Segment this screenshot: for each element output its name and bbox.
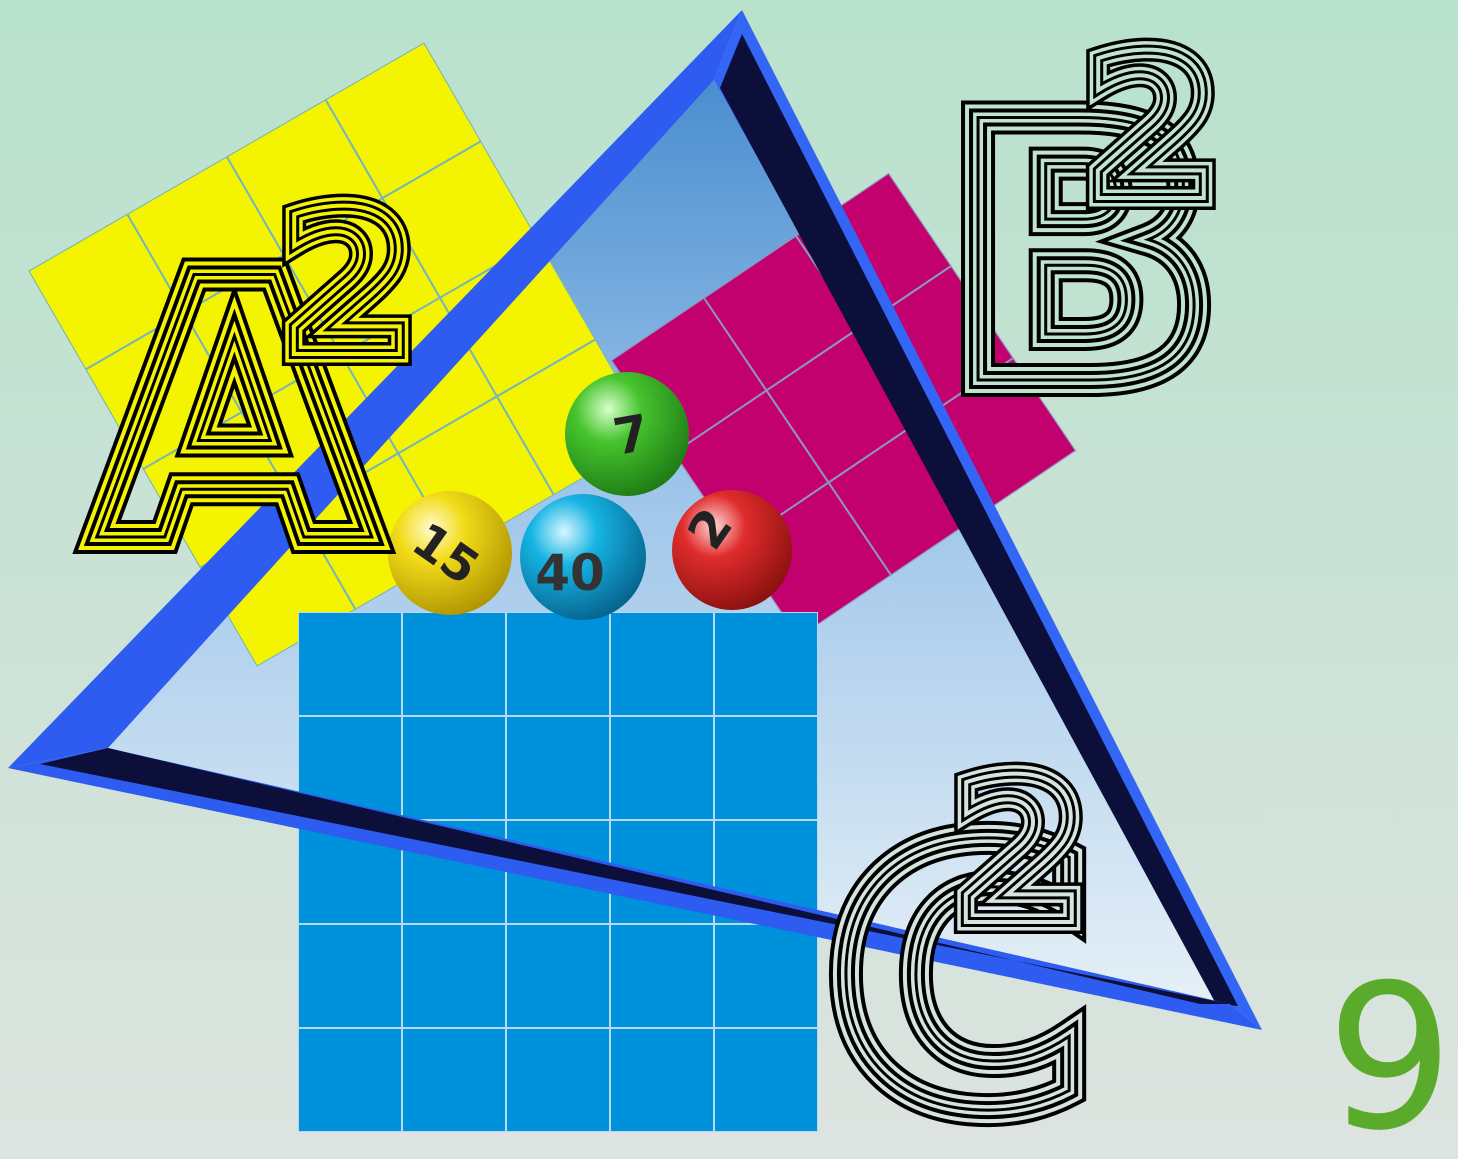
svg-text:B: B xyxy=(945,46,1219,465)
triangle-left-edge xyxy=(8,10,742,768)
svg-text:2: 2 xyxy=(950,737,1089,970)
svg-text:C: C xyxy=(828,771,1092,1159)
grid-cell xyxy=(402,820,506,924)
ball-7: 7 xyxy=(565,372,689,496)
label-b-squared: B B B B B 2 2 2 2 xyxy=(928,1,1236,482)
ball-15-sphere xyxy=(388,491,512,615)
triangle-right-edge-shadow xyxy=(720,34,1238,1006)
grid-cell xyxy=(610,612,714,716)
label-c-exponent: 2 2 2 2 xyxy=(938,725,1101,982)
grid-cell xyxy=(402,716,506,820)
svg-text:C: C xyxy=(828,771,1092,1159)
label-a-exponent: 2 2 2 2 xyxy=(266,157,429,414)
grid-cell xyxy=(506,1028,610,1132)
ball-2: 2 xyxy=(672,490,792,610)
svg-text:2: 2 xyxy=(1082,13,1221,246)
grid-cell xyxy=(610,716,714,820)
svg-text:2: 2 xyxy=(950,737,1089,970)
svg-text:2: 2 xyxy=(950,737,1089,970)
svg-text:2: 2 xyxy=(278,169,417,402)
svg-text:A: A xyxy=(95,203,376,622)
label-c-letter: C C C C C xyxy=(811,754,1109,1159)
svg-text:2: 2 xyxy=(950,737,1089,970)
svg-text:2: 2 xyxy=(278,169,417,402)
triangle-bottom-edge-shadow xyxy=(40,748,1230,1004)
grid-cell xyxy=(610,924,714,1028)
grid-cell xyxy=(506,716,610,820)
grid-cell xyxy=(298,1028,402,1132)
balls: 7 15 40 2 xyxy=(388,372,792,620)
svg-text:2: 2 xyxy=(1082,13,1221,246)
svg-text:C: C xyxy=(828,771,1092,1159)
grid-cell xyxy=(402,924,506,1028)
ball-2-sphere xyxy=(672,490,792,610)
ball-40-number: 40 xyxy=(535,544,605,602)
svg-text:B: B xyxy=(945,46,1219,465)
svg-text:2: 2 xyxy=(278,169,417,402)
ball-7-sphere xyxy=(565,372,689,496)
grid-cell xyxy=(506,924,610,1028)
grid-cell xyxy=(298,924,402,1028)
ball-40-sphere xyxy=(520,494,646,620)
svg-text:B: B xyxy=(945,46,1219,465)
svg-text:B: B xyxy=(945,46,1219,465)
svg-text:A: A xyxy=(95,203,376,622)
ball-40: 40 xyxy=(520,494,646,620)
label-b-letter: B B B B B xyxy=(928,29,1236,482)
svg-text:2: 2 xyxy=(278,169,417,402)
grid-cell xyxy=(610,1028,714,1132)
svg-text:A: A xyxy=(95,203,376,622)
svg-text:2: 2 xyxy=(1082,13,1221,246)
svg-text:B: B xyxy=(945,46,1219,465)
grid-cell xyxy=(402,1028,506,1132)
grid-cell xyxy=(714,1028,818,1132)
grid-cell xyxy=(714,612,818,716)
label-a-squared: A A A A A 2 2 2 2 xyxy=(78,157,429,639)
label-a-letter: A A A A A xyxy=(78,186,393,639)
grid-cell xyxy=(298,612,402,716)
svg-text:C: C xyxy=(828,771,1092,1159)
label-c-squared: C C C C C 2 2 2 2 xyxy=(811,725,1109,1159)
triangle-frame xyxy=(8,10,1262,1030)
svg-text:A: A xyxy=(95,203,376,622)
ball-15: 15 xyxy=(388,491,512,615)
svg-text:2: 2 xyxy=(1082,13,1221,246)
grid-cell xyxy=(714,716,818,820)
svg-text:C: C xyxy=(828,771,1092,1159)
svg-text:A: A xyxy=(95,203,376,622)
slide-number: 9 xyxy=(1326,942,1454,1175)
label-b-exponent: 2 2 2 2 xyxy=(1070,1,1233,258)
